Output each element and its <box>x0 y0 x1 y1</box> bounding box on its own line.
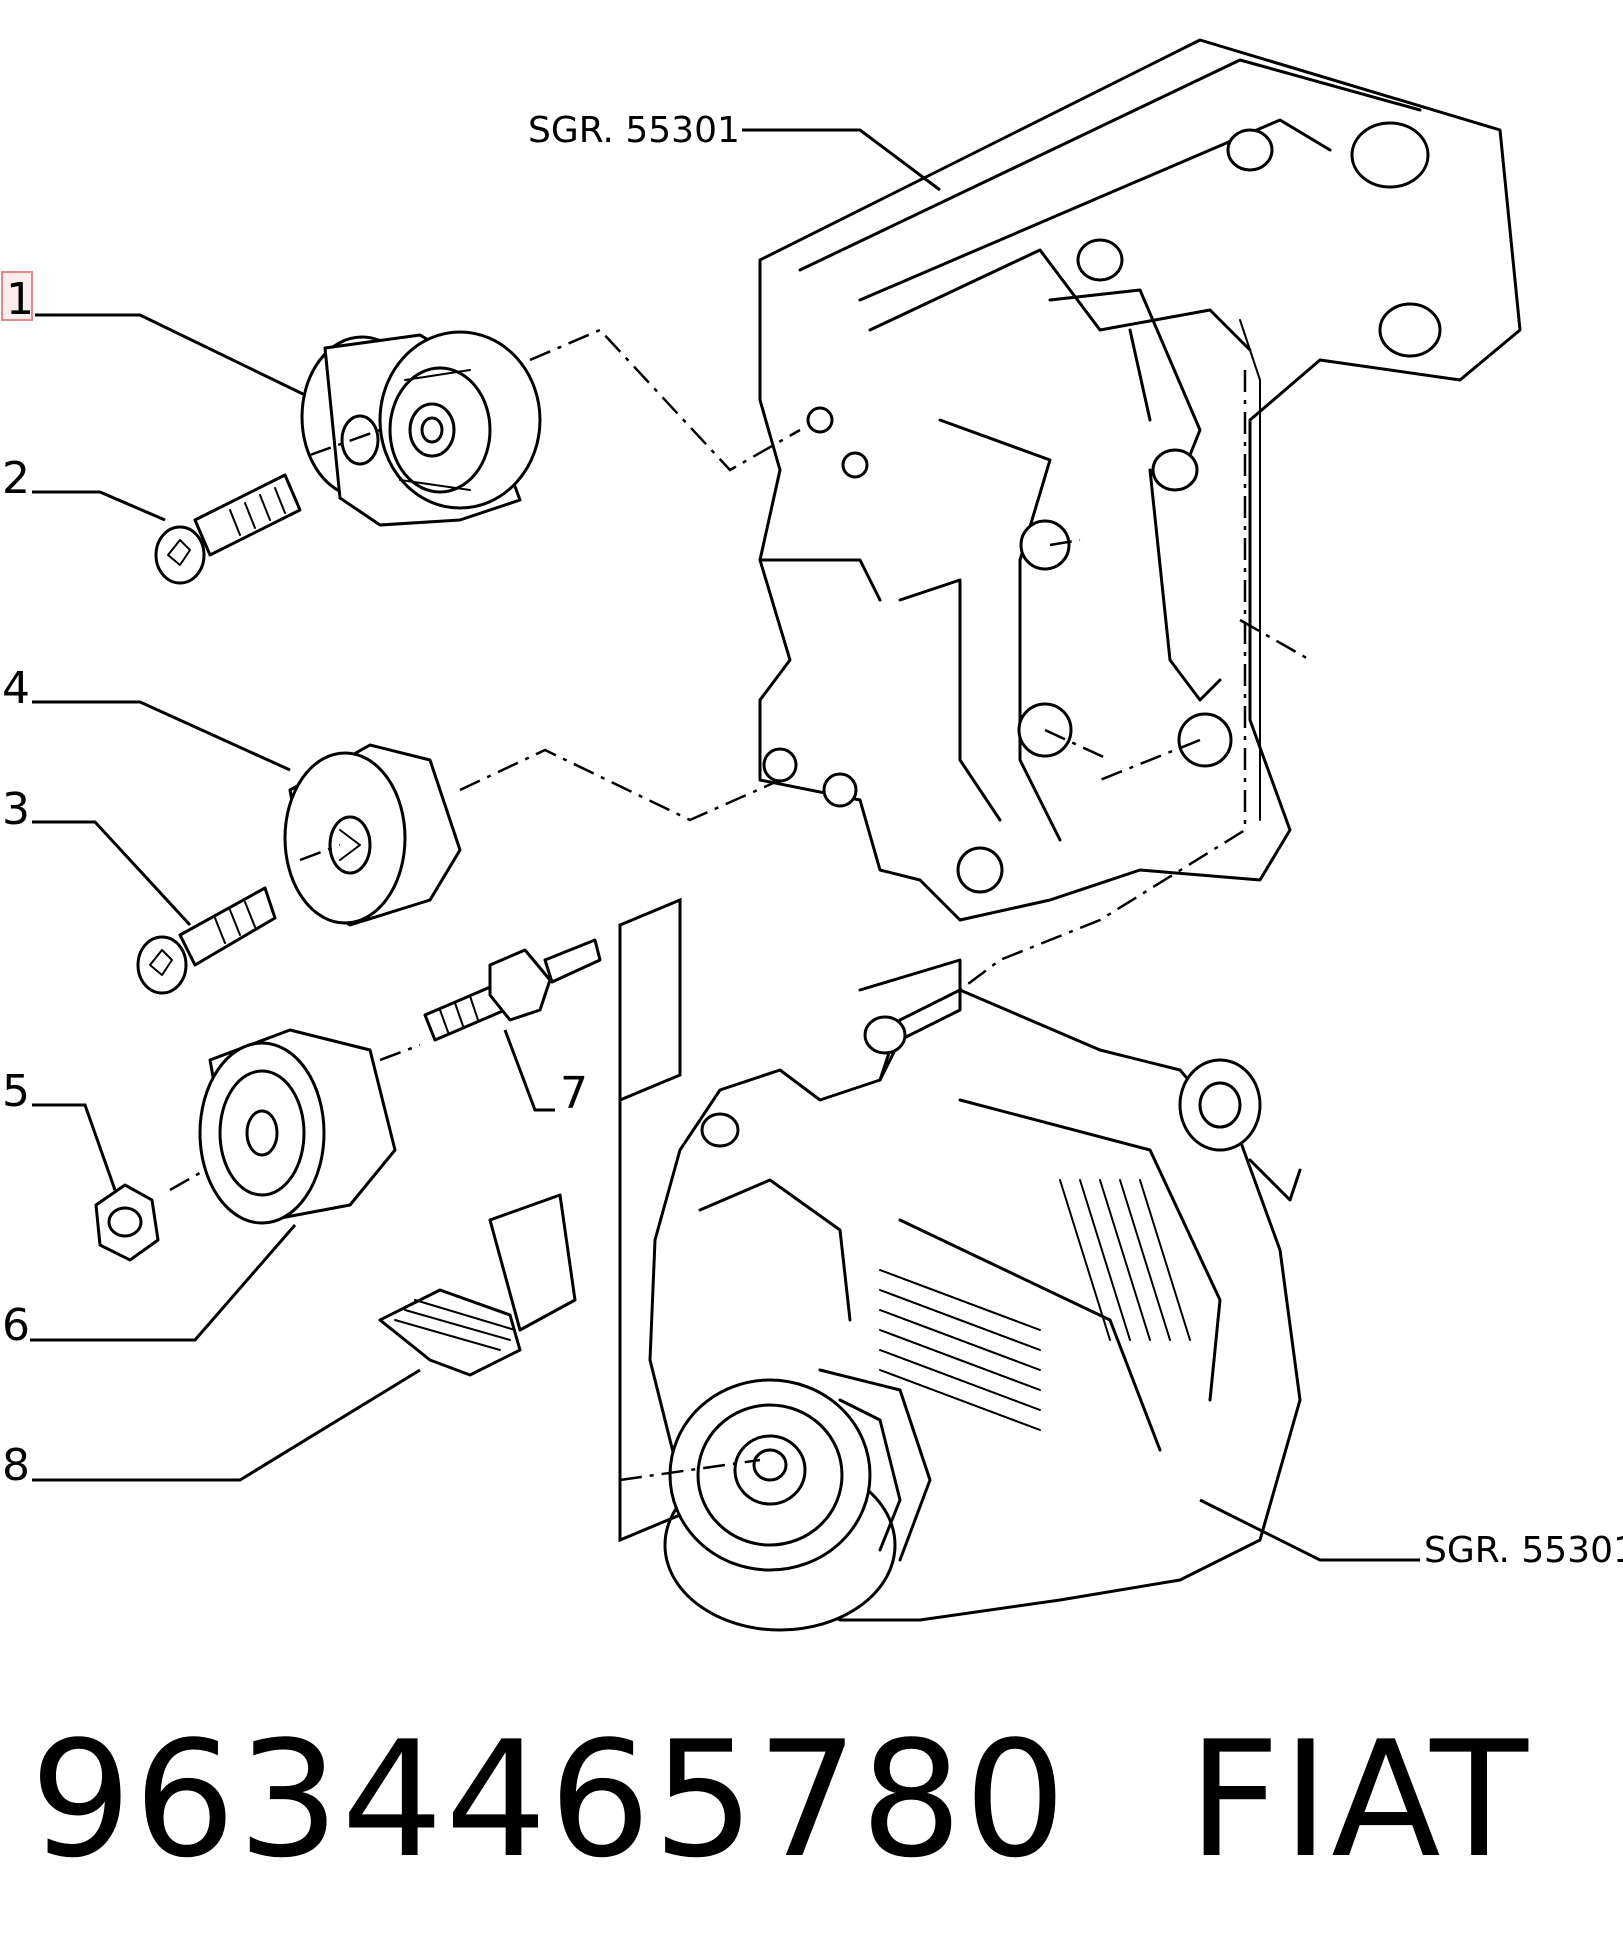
reference-alternator[interactable]: SGR. 55301 <box>1424 1530 1623 1571</box>
alternator <box>648 958 1302 1632</box>
callout-3[interactable]: 3 <box>2 784 30 835</box>
part-title: 9634465780 FIAT <box>30 1700 1530 1900</box>
brand-name: FIAT <box>1187 1706 1530 1893</box>
callouts: 1 2 3 4 5 6 7 8 <box>2 274 588 1491</box>
callout-6[interactable]: 6 <box>2 1300 30 1351</box>
grouping-bracket <box>618 897 682 1543</box>
hex-nut <box>94 1183 160 1262</box>
callout-5[interactable]: 5 <box>2 1066 30 1117</box>
callout-7[interactable]: 7 <box>560 1068 588 1119</box>
tensioner-pulley <box>300 330 542 527</box>
ribbed-belt <box>378 1193 577 1377</box>
cap-screw-2 <box>154 473 302 585</box>
part-number: 9634465780 <box>30 1706 1068 1893</box>
idler-pulley <box>283 743 462 927</box>
callout-1[interactable]: 1 <box>6 274 34 325</box>
roller <box>198 1028 397 1225</box>
reference-bracket[interactable]: SGR. 55301 <box>528 110 740 151</box>
callout-4[interactable]: 4 <box>2 663 30 714</box>
mounting-bracket <box>758 38 1522 922</box>
exploded-parts-diagram: 1 2 3 4 5 6 7 8 SGR. 55301 SGR. 55301 <box>1 38 1623 1632</box>
stud-bolt <box>423 938 602 1042</box>
leader-lines <box>30 128 1420 1562</box>
cap-screw-3 <box>136 886 277 995</box>
callout-8[interactable]: 8 <box>2 1440 30 1491</box>
alternator-fins <box>879 1179 1191 1431</box>
assembly-lines <box>169 328 1311 1482</box>
callout-1-highlight <box>1 271 33 321</box>
callout-2[interactable]: 2 <box>2 453 30 504</box>
